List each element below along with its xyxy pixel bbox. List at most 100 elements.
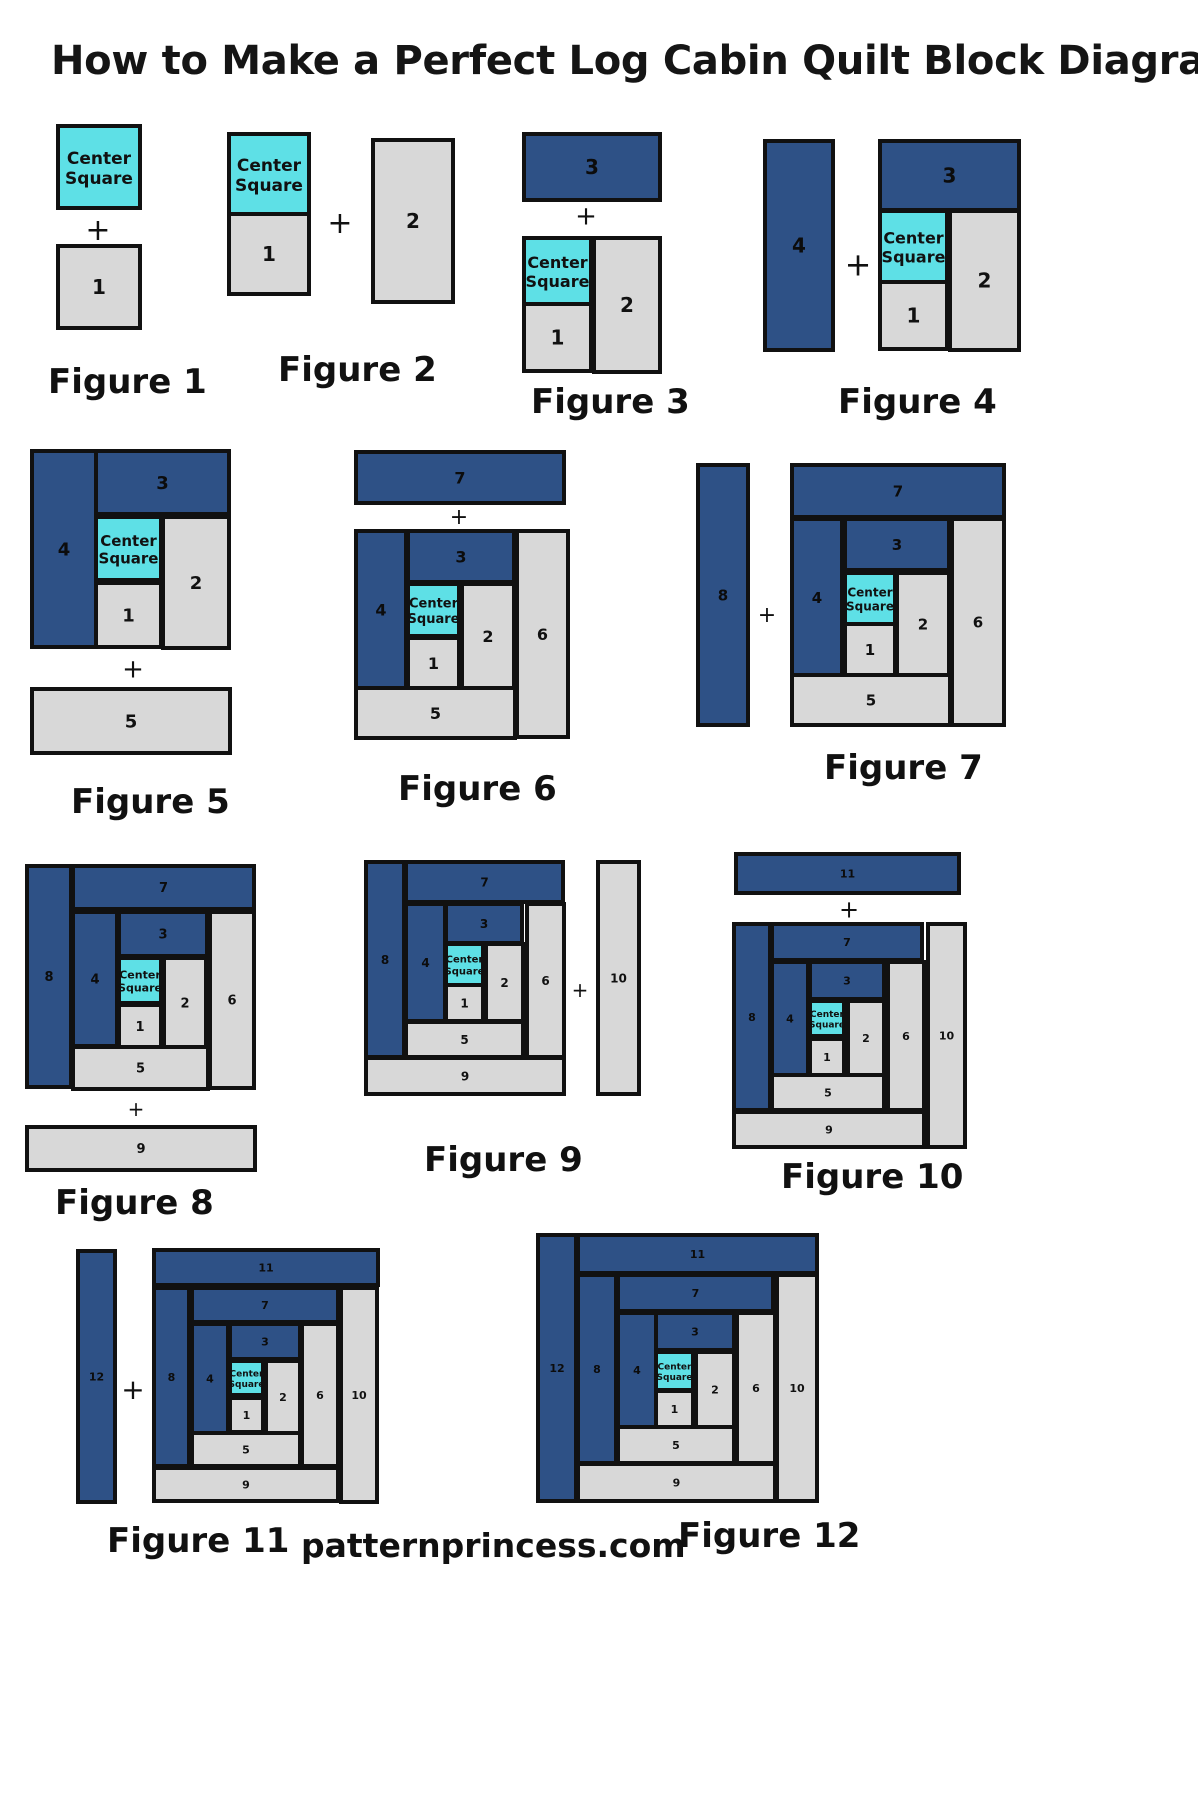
plus-sign: + bbox=[327, 206, 352, 241]
piece-4: 4 bbox=[763, 139, 835, 352]
piece-2: 2 bbox=[895, 571, 951, 677]
piece-label-2: 2 bbox=[978, 269, 992, 293]
piece-6: 6 bbox=[886, 960, 926, 1112]
piece-2: 2 bbox=[371, 138, 455, 304]
piece-1: 1 bbox=[444, 983, 485, 1023]
center-label-line2: Square bbox=[229, 1380, 265, 1390]
piece-label-8: 8 bbox=[381, 953, 389, 967]
piece-label-12: 12 bbox=[89, 1370, 104, 1383]
piece-1: 1 bbox=[406, 636, 461, 690]
piece-12: 12 bbox=[536, 1233, 578, 1503]
piece-10: 10 bbox=[596, 860, 641, 1096]
piece-label-11: 11 bbox=[258, 1261, 273, 1274]
piece-2: 2 bbox=[162, 956, 208, 1050]
center-label-line2: Square bbox=[99, 550, 159, 568]
figure-label-7: Figure 7 bbox=[824, 748, 983, 788]
piece-label-4: 4 bbox=[421, 956, 429, 970]
plus-sign: + bbox=[450, 505, 468, 530]
piece-label-5: 5 bbox=[125, 711, 138, 732]
piece-label-1: 1 bbox=[823, 1051, 831, 1064]
plus-sign: + bbox=[128, 1097, 145, 1121]
piece-label-4: 4 bbox=[206, 1372, 214, 1385]
piece-label-2: 2 bbox=[918, 615, 928, 633]
center-label-line1: Center bbox=[67, 149, 132, 169]
piece-4: 4 bbox=[404, 902, 447, 1023]
figure-label-9: Figure 9 bbox=[424, 1140, 583, 1180]
piece-label-8: 8 bbox=[593, 1363, 601, 1376]
piece-4: 4 bbox=[616, 1311, 658, 1429]
piece-label-1: 1 bbox=[243, 1409, 251, 1422]
piece-label-6: 6 bbox=[752, 1382, 760, 1395]
piece-9: 9 bbox=[152, 1466, 340, 1503]
piece-5: 5 bbox=[770, 1073, 886, 1112]
piece-5: 5 bbox=[71, 1045, 210, 1091]
piece-10: 10 bbox=[339, 1286, 379, 1504]
piece-label-1: 1 bbox=[907, 304, 921, 328]
piece-3: 3 bbox=[843, 517, 951, 572]
piece-2: 2 bbox=[948, 209, 1021, 352]
figure-label-5: Figure 5 bbox=[71, 782, 230, 822]
piece-7: 7 bbox=[190, 1286, 340, 1324]
center-label-line2: Square bbox=[235, 176, 303, 196]
piece-label-1: 1 bbox=[460, 996, 468, 1010]
figure-label-10: Figure 10 bbox=[781, 1157, 963, 1197]
piece-4: 4 bbox=[30, 449, 98, 649]
piece-5: 5 bbox=[30, 687, 232, 755]
piece-label-2: 2 bbox=[406, 209, 420, 233]
piece-6: 6 bbox=[950, 517, 1006, 727]
piece-label-10: 10 bbox=[351, 1389, 367, 1402]
piece-label-10: 10 bbox=[789, 1382, 805, 1395]
piece-label-1: 1 bbox=[671, 1403, 679, 1416]
piece-label-7: 7 bbox=[261, 1299, 269, 1312]
piece-3: 3 bbox=[94, 449, 231, 516]
figure-label-3: Figure 3 bbox=[531, 382, 690, 422]
piece-label-5: 5 bbox=[430, 704, 441, 723]
piece-7: 7 bbox=[404, 860, 565, 904]
piece-9: 9 bbox=[732, 1110, 926, 1149]
center-label-line1: Center bbox=[409, 597, 459, 612]
piece-label-2: 2 bbox=[482, 627, 493, 646]
piece-label-2: 2 bbox=[190, 573, 203, 594]
piece-label-3: 3 bbox=[480, 917, 488, 931]
plus-sign: + bbox=[845, 246, 872, 284]
piece-label-5: 5 bbox=[824, 1086, 832, 1099]
piece-label-3: 3 bbox=[843, 974, 851, 987]
center-label-line2: Square bbox=[526, 272, 590, 291]
piece-label-8: 8 bbox=[44, 970, 53, 985]
piece-7: 7 bbox=[790, 463, 1006, 519]
piece-8: 8 bbox=[696, 463, 750, 727]
piece-label-3: 3 bbox=[943, 164, 957, 188]
piece-1: 1 bbox=[522, 302, 593, 373]
figure-label-12: Figure 12 bbox=[678, 1516, 860, 1556]
piece-label-3: 3 bbox=[156, 473, 169, 494]
figure-label-11: Figure 11 bbox=[107, 1521, 289, 1561]
plus-sign: + bbox=[575, 201, 597, 231]
piece-12: 12 bbox=[76, 1249, 117, 1504]
piece-label-4: 4 bbox=[786, 1012, 794, 1025]
center-label-line2: Square bbox=[118, 982, 162, 995]
piece-label-9: 9 bbox=[136, 1142, 145, 1157]
piece-8: 8 bbox=[732, 922, 772, 1112]
website-credit: patternprincess.com bbox=[301, 1526, 686, 1565]
piece-6: 6 bbox=[735, 1311, 777, 1465]
piece-label-2: 2 bbox=[180, 997, 189, 1012]
piece-4: 4 bbox=[190, 1322, 230, 1435]
piece-9: 9 bbox=[576, 1462, 777, 1503]
piece-label-6: 6 bbox=[902, 1030, 910, 1043]
center-label-line2: Square bbox=[809, 1021, 845, 1031]
piece-label-2: 2 bbox=[711, 1383, 719, 1396]
piece-label-1: 1 bbox=[865, 641, 875, 659]
piece-1: 1 bbox=[56, 244, 142, 330]
piece-3: 3 bbox=[444, 902, 524, 945]
plus-sign: + bbox=[839, 896, 859, 924]
piece-9: 9 bbox=[25, 1125, 257, 1172]
piece-3: 3 bbox=[228, 1322, 302, 1361]
piece-label-7: 7 bbox=[843, 936, 851, 949]
